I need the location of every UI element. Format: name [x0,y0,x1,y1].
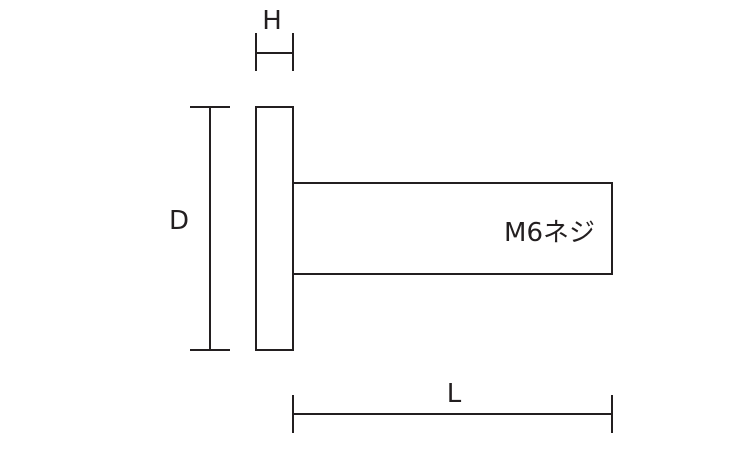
dimension-h-label: H [262,6,282,36]
thread-spec-label: M6ネジ [504,218,595,248]
dimension-d: D [169,106,230,351]
bolt-shaft [292,182,613,275]
dimension-d-label: D [169,206,189,236]
dimension-l-label: L [447,379,462,409]
dimension-l: L [292,379,613,433]
bolt-head [255,106,294,351]
dimension-h: H [255,6,294,71]
